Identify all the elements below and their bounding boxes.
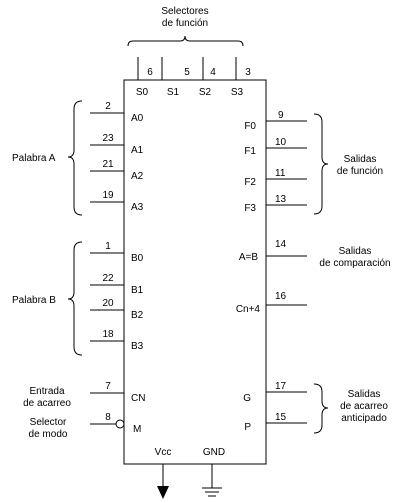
pin-name: S0 <box>136 87 149 98</box>
pin-number: 21 <box>102 159 114 170</box>
vcc-label: Vcc <box>155 447 172 458</box>
carry-lookahead-brace <box>313 383 329 434</box>
function-selectors-label-line1: Selectores <box>161 6 208 17</box>
pin-name: A2 <box>131 171 144 182</box>
word-b-pins: 1 22 20 18 B0 B1 B2 B3 <box>90 241 144 352</box>
pin-name: S3 <box>231 87 244 98</box>
mode-inversion-bubble <box>115 419 125 429</box>
compare-label-line2: de comparación <box>319 258 390 269</box>
word-b-label: Palabra B <box>12 295 56 306</box>
carry-lookahead-pins: 17 15 G P <box>243 381 307 433</box>
pin-name: P <box>244 422 251 433</box>
pin-name: M <box>133 424 141 435</box>
pin-name: Cn+4 <box>236 304 261 315</box>
word-a-brace <box>67 100 83 216</box>
pin-name: F1 <box>244 146 256 157</box>
pin-name: B2 <box>131 310 144 321</box>
pin-number: 19 <box>102 190 114 201</box>
function-outputs-label-line1: Salidas <box>344 154 377 165</box>
carry-lookahead-label-line2: de acarreo <box>340 401 388 412</box>
function-outputs-label-line2: de función <box>337 166 383 177</box>
ground-icon <box>202 464 222 497</box>
carry-in-label-line2: de acarreo <box>23 398 71 409</box>
pin-number: 22 <box>102 273 114 284</box>
word-a-pins: 2 23 21 19 A0 A1 A2 A3 <box>90 101 144 213</box>
pin-number: 11 <box>275 168 286 179</box>
pin-name: A0 <box>131 113 144 124</box>
carry-lookahead-label-line1: Salidas <box>348 389 381 400</box>
pin-number: 23 <box>102 133 114 144</box>
carry-in-label-line1: Entrada <box>29 386 64 397</box>
pin-number: 13 <box>275 194 287 205</box>
pin-name: G <box>243 393 251 404</box>
mode-label-line2: de modo <box>29 429 68 440</box>
pin-number: 4 <box>210 67 216 78</box>
pin-number: 16 <box>275 291 287 302</box>
pin-name: F0 <box>244 121 256 132</box>
chip-body <box>123 79 267 465</box>
pin-number: 17 <box>275 381 287 392</box>
pin-name: S2 <box>199 87 212 98</box>
pin-number: 7 <box>105 381 111 392</box>
function-selectors-brace <box>127 35 244 47</box>
pin-number: 5 <box>184 67 190 78</box>
compare-label-line1: Salidas <box>339 246 372 257</box>
pin-number: 9 <box>278 110 284 121</box>
vcc-arrow-icon <box>157 486 169 499</box>
pin-name: A3 <box>131 202 144 213</box>
pin-name: B1 <box>131 285 144 296</box>
word-b-brace <box>67 241 83 356</box>
pin-number: 3 <box>245 67 251 78</box>
pin-number: 2 <box>105 101 111 112</box>
pin-name: F2 <box>244 177 256 188</box>
mode-label-line1: Selector <box>30 417 67 428</box>
top-pins: 6 5 4 3 S0 S1 S2 S3 <box>136 57 251 98</box>
function-outputs-brace <box>313 113 329 215</box>
pin-name: B3 <box>131 341 144 352</box>
pin-name: B0 <box>131 253 144 264</box>
pin-name: A=B <box>239 252 259 263</box>
function-output-pins: 9 10 11 13 F0 F1 F2 F3 <box>244 110 307 214</box>
pin-number: 8 <box>105 412 111 423</box>
pin-number: 1 <box>105 241 111 252</box>
pin-name: CN <box>131 393 145 404</box>
carry-lookahead-label-line3: anticipado <box>341 413 387 424</box>
pin-name: F3 <box>244 203 256 214</box>
pin-name: A1 <box>131 145 144 156</box>
pin-number: 10 <box>275 137 287 148</box>
gnd-label: GND <box>203 447 225 458</box>
function-selectors-label-line2: de función <box>162 18 208 29</box>
pin-number: 6 <box>147 67 153 78</box>
pin-number: 20 <box>102 298 114 309</box>
pin-name: S1 <box>167 87 180 98</box>
pin-number: 15 <box>275 412 287 423</box>
word-a-label: Palabra A <box>12 153 56 164</box>
pin-number: 14 <box>275 239 287 250</box>
pin-number: 18 <box>102 329 114 340</box>
